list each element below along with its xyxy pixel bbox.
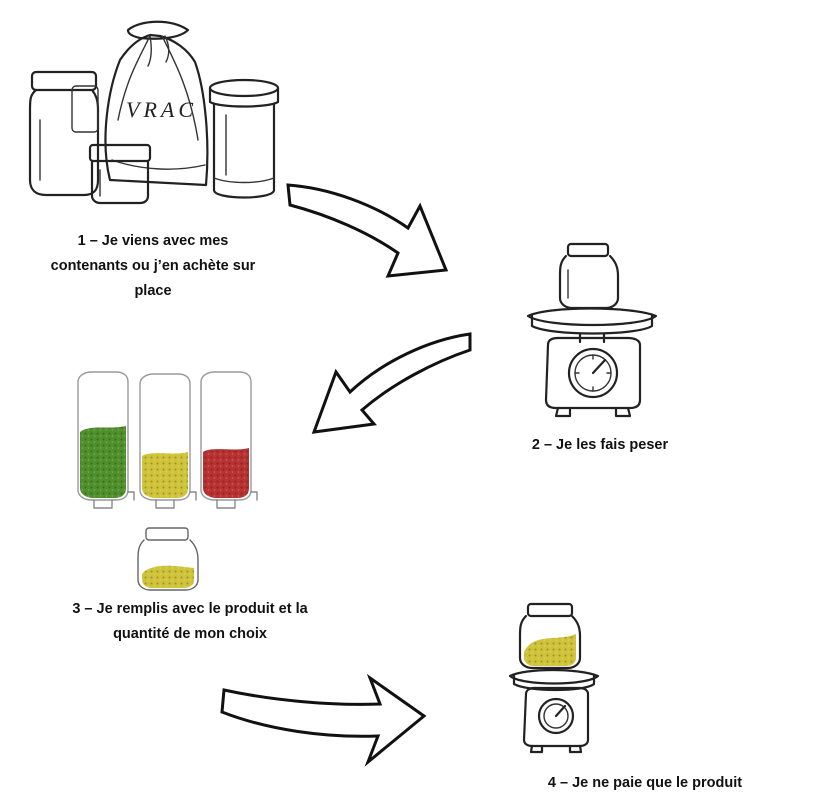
step-1-label: 1 – Je viens avec mes contenants ou j’en… [34, 229, 272, 304]
step-3-line-2: quantité de mon choix [113, 626, 267, 642]
arrow-1-icon [286, 183, 449, 278]
step-1-line-1: 1 – Je viens avec mes [77, 233, 229, 249]
clip-jar-icon [28, 70, 100, 197]
small-jar-icon [88, 143, 152, 205]
step-2-line-1: 2 – Je les fais peser [531, 437, 669, 453]
containers-illustration: VRAC [28, 20, 280, 205]
step-3-line-1: 3 – Je remplis avec le produit et la [72, 601, 308, 617]
bag-label: VRAC [126, 97, 197, 122]
bulk-bag-icon: VRAC [104, 20, 209, 187]
filled-jar-icon [137, 527, 199, 591]
arrow-2-icon [311, 332, 472, 434]
red-dispenser-icon [200, 371, 258, 509]
step-3-label: 3 – Je remplis avec le produit et la qua… [40, 597, 340, 647]
step-1-line-2: contenants ou j’en achète sur [50, 258, 256, 274]
step-1-line-3: place [134, 283, 172, 299]
yellow-dispenser-icon [139, 373, 197, 509]
dispensers-illustration [77, 371, 258, 591]
green-dispenser-icon [77, 371, 135, 509]
arrow-3-icon [220, 673, 427, 767]
step-4-label: 4 – Je ne paie que le produit [520, 771, 770, 796]
step-2-label: 2 – Je les fais peser [510, 433, 690, 458]
scale-with-filled-jar-icon [508, 602, 600, 754]
canister-icon [208, 78, 280, 199]
step-4-line-1: 4 – Je ne paie que le produit [547, 775, 743, 791]
scale-with-empty-jar-icon [526, 242, 658, 418]
